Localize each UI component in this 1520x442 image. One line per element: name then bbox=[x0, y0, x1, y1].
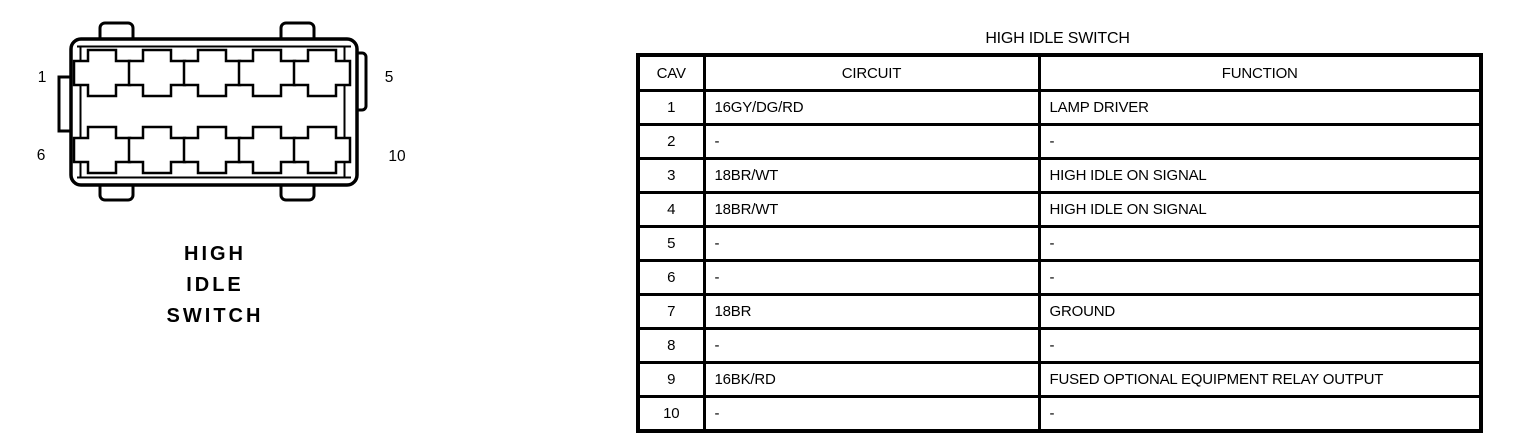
cav-cell: 10 bbox=[636, 395, 706, 433]
header-function: FUNCTION bbox=[1037, 53, 1483, 92]
connector-cavity bbox=[127, 125, 187, 175]
function-cell: - bbox=[1037, 327, 1483, 364]
connector-cavity bbox=[127, 48, 187, 98]
pin-label-10: 10 bbox=[388, 148, 406, 165]
table-row: 8-- bbox=[636, 327, 1483, 364]
cav-cell: 3 bbox=[636, 157, 706, 194]
connector-cavities bbox=[72, 48, 352, 175]
function-cell: FUSED OPTIONAL EQUIPMENT RELAY OUTPUT bbox=[1037, 361, 1483, 398]
function-cell: GROUND bbox=[1037, 293, 1483, 330]
circuit-cell: - bbox=[702, 225, 1041, 262]
header-cav: CAV bbox=[636, 53, 706, 92]
connector-cavity bbox=[292, 48, 352, 98]
cav-cell: 8 bbox=[636, 327, 706, 364]
circuit-cell: 16GY/DG/RD bbox=[702, 89, 1041, 126]
cav-cell: 7 bbox=[636, 293, 706, 330]
connector-diagram: 1 5 6 10 bbox=[37, 21, 406, 202]
function-cell: - bbox=[1037, 395, 1483, 433]
connector-caption-line: HIGH bbox=[184, 243, 246, 265]
table-header-row: CAV CIRCUIT FUNCTION bbox=[636, 53, 1483, 92]
function-cell: - bbox=[1037, 225, 1483, 262]
connector-cavity bbox=[72, 48, 132, 98]
cav-cell: 1 bbox=[636, 89, 706, 126]
cav-cell: 6 bbox=[636, 259, 706, 296]
connector-caption: HIGH IDLE SWITCH bbox=[94, 239, 336, 332]
table-row: 10-- bbox=[636, 395, 1483, 433]
function-cell: - bbox=[1037, 259, 1483, 296]
circuit-cell: 18BR/WT bbox=[702, 191, 1041, 228]
cav-cell: 2 bbox=[636, 123, 706, 160]
circuit-cell: 18BR/WT bbox=[702, 157, 1041, 194]
circuit-cell: 18BR bbox=[702, 293, 1041, 330]
pin-label-6: 6 bbox=[37, 147, 46, 164]
connector-cavity bbox=[182, 48, 242, 98]
cav-cell: 9 bbox=[636, 361, 706, 398]
connector-cavity bbox=[237, 125, 297, 175]
function-cell: HIGH IDLE ON SIGNAL bbox=[1037, 157, 1483, 194]
circuit-cell: - bbox=[702, 327, 1041, 364]
connector-cavity bbox=[72, 125, 132, 175]
circuit-cell: - bbox=[702, 123, 1041, 160]
pin-label-5: 5 bbox=[385, 69, 394, 86]
connector-cavity bbox=[182, 125, 242, 175]
table-row: 5-- bbox=[636, 225, 1483, 262]
connector-caption-line: SWITCH bbox=[166, 305, 264, 327]
table-row: 6-- bbox=[636, 259, 1483, 296]
function-cell: HIGH IDLE ON SIGNAL bbox=[1037, 191, 1483, 228]
function-cell: LAMP DRIVER bbox=[1037, 89, 1483, 126]
circuit-cell: 16BK/RD bbox=[702, 361, 1041, 398]
circuit-cell: - bbox=[702, 259, 1041, 296]
cav-cell: 5 bbox=[636, 225, 706, 262]
cav-cell: 4 bbox=[636, 191, 706, 228]
function-cell: - bbox=[1037, 123, 1483, 160]
header-circuit: CIRCUIT bbox=[702, 53, 1041, 92]
connector-cavity bbox=[237, 48, 297, 98]
pin-label-1: 1 bbox=[38, 69, 47, 86]
circuit-cell: - bbox=[702, 395, 1041, 433]
connector-caption-line: IDLE bbox=[186, 274, 244, 296]
connector-cavity bbox=[292, 125, 352, 175]
table-row: 2-- bbox=[636, 123, 1483, 160]
table-title: HIGH IDLE SWITCH bbox=[985, 30, 1130, 47]
